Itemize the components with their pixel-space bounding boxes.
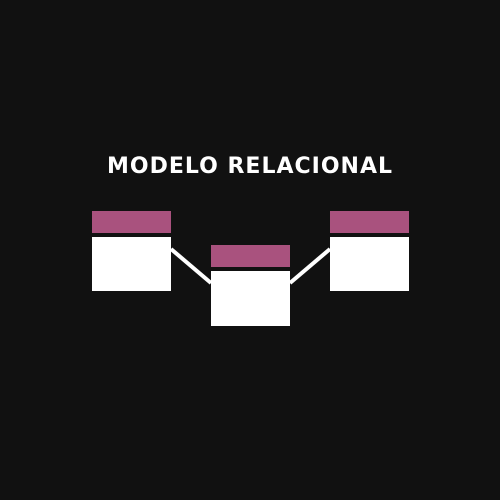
table-right-body — [330, 237, 409, 291]
table-left — [92, 211, 171, 291]
connector-left-center — [169, 247, 213, 285]
table-center-header — [211, 245, 290, 267]
table-left-body — [92, 237, 171, 291]
diagram-title: MODELO RELACIONAL — [107, 154, 393, 179]
table-center-body — [211, 271, 290, 326]
table-left-header — [92, 211, 171, 233]
table-right-header — [330, 211, 409, 233]
table-right — [330, 211, 409, 291]
table-center — [211, 245, 290, 326]
connector-center-right — [288, 247, 332, 285]
